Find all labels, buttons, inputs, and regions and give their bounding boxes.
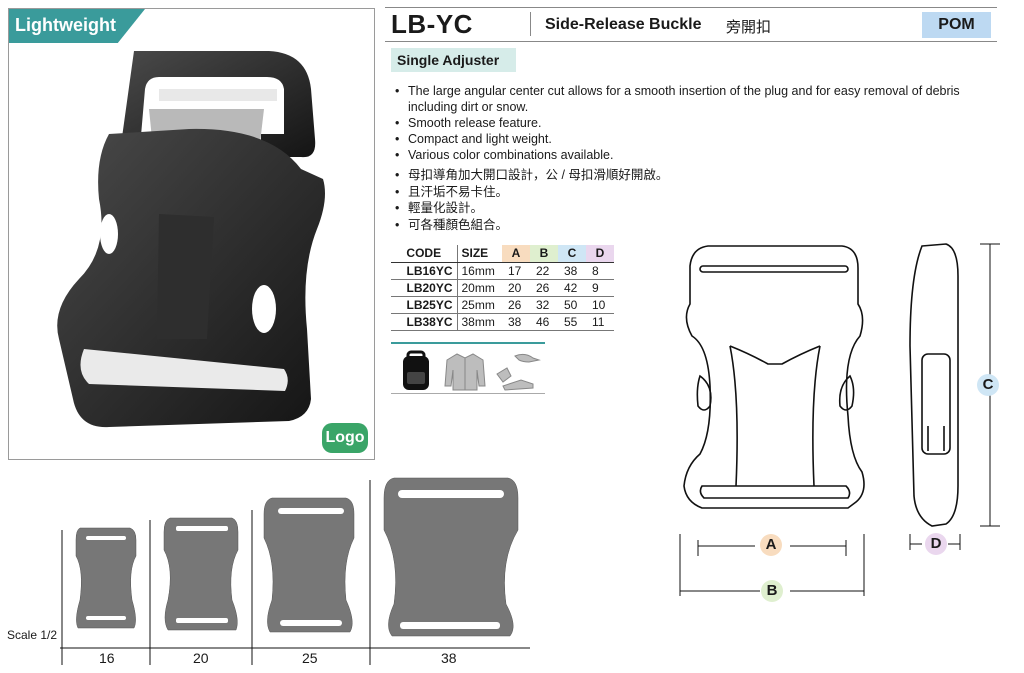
cell-b: 26 [530, 279, 558, 297]
buckle-photo [57, 51, 325, 428]
product-name: Side-Release Buckle [545, 16, 702, 33]
feature-item-cn: 輕量化設計。 [395, 200, 668, 217]
feature-item: The large angular center cut allows for … [395, 83, 1005, 115]
outdoor-gear-icon [496, 353, 541, 391]
cell-size: 25mm [456, 296, 502, 314]
col-header-b: B [530, 245, 558, 263]
side-view-drawing [909, 243, 959, 527]
product-photo-panel: Lightweight Logo [8, 8, 375, 460]
model-number: LB-YC [391, 9, 473, 39]
size-label-38: 38 [441, 650, 457, 666]
size-table: CODE SIZE A B C D LB16YC 16mm 17 22 38 8… [391, 245, 614, 331]
subtitle-badge: Single Adjuster [391, 48, 516, 72]
table-header-row: CODE SIZE A B C D [391, 245, 614, 263]
buckle-20 [163, 517, 239, 631]
logo-badge: Logo [322, 423, 368, 453]
backpack-icon [403, 350, 429, 390]
features-list-en: The large angular center cut allows for … [395, 83, 1005, 163]
col-header-a: A [502, 245, 530, 263]
buckle-38 [383, 477, 519, 637]
dimension-d-label: D [925, 533, 947, 555]
cell-code: LB25YC [391, 296, 457, 314]
application-icons [391, 342, 545, 394]
table-row: LB25YC 25mm 26 32 50 10 [391, 296, 614, 314]
cell-d: 8 [586, 262, 614, 280]
cell-code: LB16YC [391, 262, 457, 280]
feature-item: Smooth release feature. [395, 115, 1005, 131]
feature-item: Various color combinations available. [395, 147, 1005, 163]
feature-item: Compact and light weight. [395, 131, 1005, 147]
cell-a: 17 [502, 262, 530, 280]
feature-item-cn: 母扣導角加大開口設計，公 / 母扣滑順好開啟。 [395, 167, 668, 184]
feature-item-cn: 且汗垢不易卡住。 [395, 184, 668, 201]
cell-c: 55 [558, 313, 586, 331]
cell-a: 26 [502, 296, 530, 314]
jacket-icon [444, 353, 486, 391]
cell-b: 32 [530, 296, 558, 314]
cell-c: 50 [558, 296, 586, 314]
table-row: LB20YC 20mm 20 26 42 9 [391, 279, 614, 297]
cell-code: LB20YC [391, 279, 457, 297]
col-header-size: SIZE [456, 245, 502, 263]
product-name-cn: 旁開扣 [726, 19, 772, 36]
size-label-25: 25 [302, 650, 318, 666]
cell-size: 16mm [456, 262, 502, 280]
dimension-a-label: A [760, 534, 782, 556]
cell-d: 11 [586, 313, 614, 331]
cell-c: 42 [558, 279, 586, 297]
scale-label: Scale 1/2 [7, 628, 58, 642]
cell-d: 10 [586, 296, 614, 314]
dimension-c-label: C [977, 374, 999, 396]
size-comparison [60, 477, 530, 665]
cell-code: LB38YC [391, 313, 457, 331]
cell-a: 20 [502, 279, 530, 297]
dimension-lines [679, 243, 1000, 596]
size-label-20: 20 [193, 650, 209, 666]
lightweight-tag: Lightweight [9, 9, 145, 43]
table-row: LB38YC 38mm 38 46 55 11 [391, 313, 614, 331]
dimension-b-label: B [761, 580, 783, 602]
cell-size: 38mm [456, 313, 502, 331]
header-rule-bottom [385, 41, 997, 42]
size-label-16: 16 [99, 650, 115, 666]
header-divider [530, 12, 531, 36]
header-rule-top [385, 7, 997, 8]
buckle-16 [75, 527, 137, 629]
cell-c: 38 [558, 262, 586, 280]
cell-a: 38 [502, 313, 530, 331]
features-list-cn: 母扣導角加大開口設計，公 / 母扣滑順好開啟。 且汗垢不易卡住。 輕量化設計。 … [395, 167, 668, 233]
front-view-drawing [683, 245, 865, 509]
cell-b: 22 [530, 262, 558, 280]
col-header-c: C [558, 245, 586, 263]
table-row: LB16YC 16mm 17 22 38 8 [391, 262, 614, 280]
cell-d: 9 [586, 279, 614, 297]
cell-size: 20mm [456, 279, 502, 297]
col-header-code: CODE [391, 245, 457, 263]
technical-drawing [679, 243, 1000, 596]
feature-item-cn: 可各種顏色組合。 [395, 217, 668, 234]
material-badge: POM [922, 12, 991, 38]
cell-b: 46 [530, 313, 558, 331]
col-header-d: D [586, 245, 614, 263]
buckle-25 [263, 497, 355, 633]
